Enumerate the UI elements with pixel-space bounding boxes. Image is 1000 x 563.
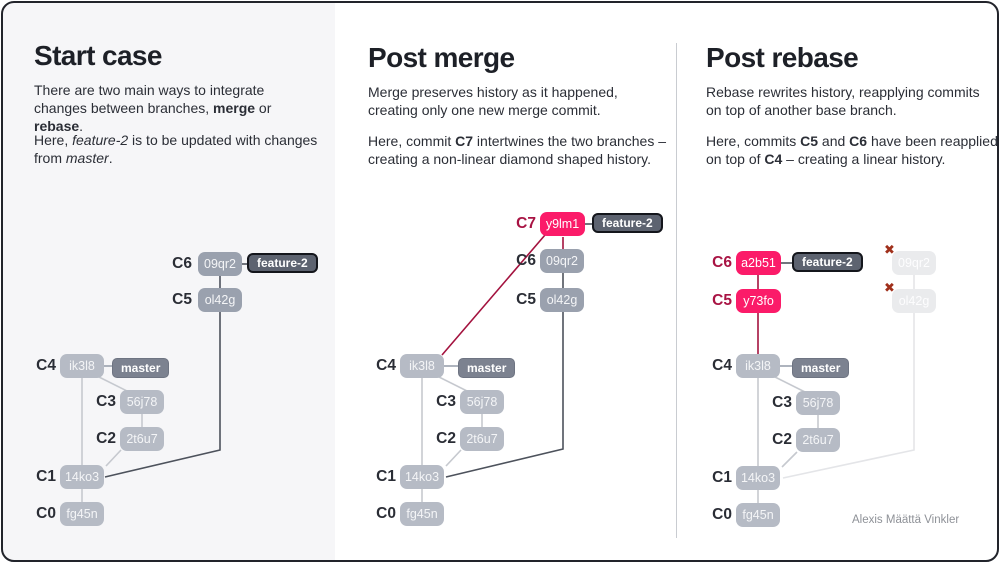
- commit-node-2t6u7: 2t6u7: [460, 427, 504, 451]
- branch-badge-master: master: [458, 358, 516, 378]
- branch-badge-feature-2: feature-2: [247, 253, 318, 273]
- edge-c5-c1: [445, 312, 564, 478]
- post-rebase-paragraph-2: Here, commits C5 and C6 have been reappl…: [706, 133, 998, 167]
- post-rebase-paragraph-1: Rebase rewrites history, reapplying comm…: [706, 84, 980, 118]
- commit-label-c5: C5: [516, 291, 536, 308]
- commit-label-c4: C4: [36, 357, 56, 374]
- commit-label-c3: C3: [96, 393, 116, 410]
- start-case-paragraph-2: Here, feature-2 is to be updated with ch…: [34, 132, 318, 166]
- commit-node-a2b51: a2b51: [736, 251, 781, 275]
- branch-badge-master: master: [792, 358, 850, 378]
- commit-node-56j78: 56j78: [460, 390, 504, 414]
- commit-label-c6: C6: [712, 254, 732, 271]
- ghost-commit-node-09qr2: 09qr2: [892, 251, 936, 275]
- commit-label-c6: C6: [172, 255, 192, 272]
- edge-c7-c4: [441, 234, 546, 356]
- commit-node-14ko3: 14ko3: [400, 465, 444, 489]
- panel-divider: [676, 43, 677, 538]
- commit-label-c2: C2: [436, 430, 456, 447]
- commit-label-c1: C1: [712, 469, 732, 486]
- edge-c2-c1: [445, 449, 462, 467]
- commit-node-09qr2: 09qr2: [540, 249, 584, 273]
- edge-c2-c1: [781, 451, 798, 468]
- commit-label-c3: C3: [772, 394, 792, 411]
- commit-node-ik3l8: ik3l8: [400, 354, 444, 378]
- start-case-panel-background: [3, 3, 335, 560]
- commit-label-c7: C7: [516, 215, 536, 232]
- post-merge-paragraph-1: Merge preserves history as it happened, …: [368, 84, 618, 118]
- commit-label-c2: C2: [772, 431, 792, 448]
- commit-node-09qr2: 09qr2: [198, 252, 242, 276]
- edge-c4-c3: [438, 376, 470, 393]
- edge-c4-c3: [774, 376, 806, 393]
- branch-badge-feature-2: feature-2: [792, 252, 863, 272]
- commit-label-c1: C1: [376, 468, 396, 485]
- start-case-paragraph-1: There are two main ways to integrate cha…: [34, 82, 272, 134]
- commit-node-ik3l8: ik3l8: [736, 354, 780, 378]
- commit-node-56j78: 56j78: [796, 391, 840, 415]
- ghost-commit-node-ol42g: ol42g: [892, 289, 936, 313]
- commit-label-c4: C4: [712, 357, 732, 374]
- edge-c4-c3: [98, 376, 130, 393]
- edge-ghost-c5-c1: [782, 313, 915, 479]
- edge-c2-c1: [105, 449, 122, 467]
- commit-node-ol42g: ol42g: [198, 288, 242, 312]
- edge-c5-c1: [104, 312, 221, 478]
- commit-node-14ko3: 14ko3: [736, 466, 780, 490]
- deleted-commit-x-icon: ✖: [884, 242, 895, 257]
- branch-badge-master: master: [112, 358, 170, 378]
- commit-node-ik3l8: ik3l8: [60, 354, 104, 378]
- commit-label-c0: C0: [376, 505, 396, 522]
- commit-label-c6: C6: [516, 252, 536, 269]
- post-merge-paragraph-2: Here, commit C7 intertwines the two bran…: [368, 133, 667, 167]
- commit-label-c2: C2: [96, 430, 116, 447]
- commit-node-56j78: 56j78: [120, 390, 164, 414]
- commit-node-2t6u7: 2t6u7: [796, 428, 840, 452]
- page-title-post-merge: Post merge: [368, 42, 515, 73]
- page-title-post-rebase: Post rebase: [706, 42, 859, 73]
- commit-node-y9lm1: y9lm1: [540, 212, 585, 236]
- commit-label-c5: C5: [172, 291, 192, 308]
- commit-label-c0: C0: [712, 506, 732, 523]
- commit-node-y73fo: y73fo: [736, 289, 781, 313]
- commit-node-fg45n: fg45n: [60, 502, 104, 526]
- commit-node-ol42g: ol42g: [540, 288, 584, 312]
- commit-node-14ko3: 14ko3: [60, 465, 104, 489]
- commit-label-c0: C0: [36, 505, 56, 522]
- deleted-commit-x-icon: ✖: [884, 280, 895, 295]
- commit-label-c3: C3: [436, 393, 456, 410]
- commit-label-c4: C4: [376, 357, 396, 374]
- commit-node-fg45n: fg45n: [736, 503, 780, 527]
- commit-node-fg45n: fg45n: [400, 502, 444, 526]
- commit-label-c5: C5: [712, 292, 732, 309]
- branch-badge-feature-2: feature-2: [592, 213, 663, 233]
- commit-node-2t6u7: 2t6u7: [120, 427, 164, 451]
- page-title-start-case: Start case: [34, 40, 162, 71]
- commit-label-c1: C1: [36, 468, 56, 485]
- attribution-text: Alexis Määttä Vinkler: [852, 514, 960, 526]
